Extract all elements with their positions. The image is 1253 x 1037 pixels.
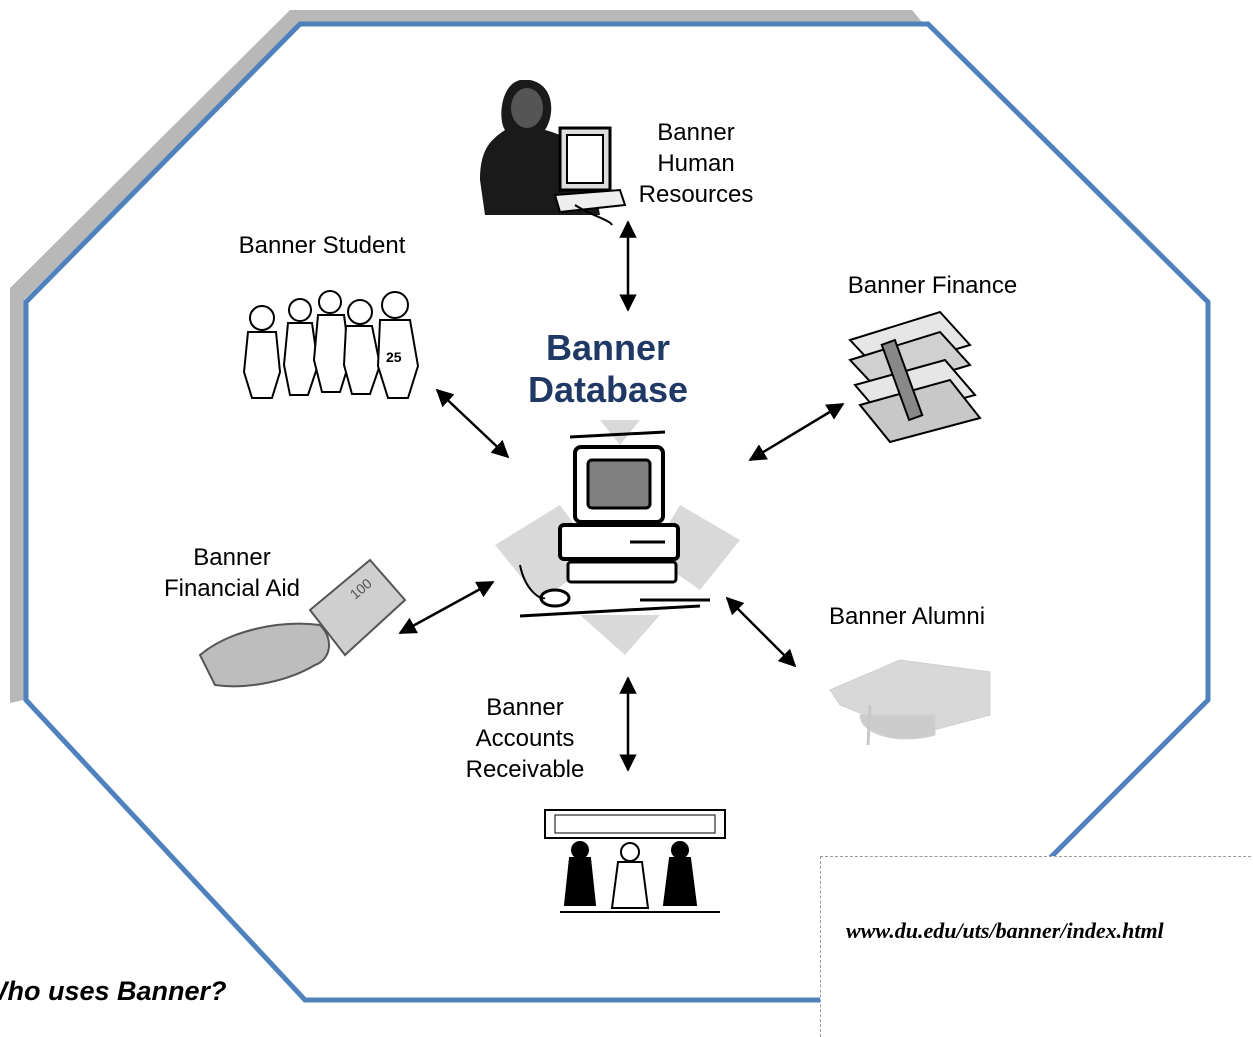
label-alumni: Banner Alumni	[812, 601, 1002, 632]
url-text-box	[820, 856, 1253, 1037]
label-hr-line-2: Human	[657, 150, 735, 177]
label-ar-line-1: Banner	[486, 694, 564, 721]
label-financial-aid-line-1: Banner	[193, 544, 271, 571]
arrow-student	[435, 388, 510, 459]
arrow-financial-aid	[398, 580, 495, 635]
label-hr-line-3: Resources	[638, 181, 754, 208]
label-student: Banner Student	[222, 230, 422, 261]
svg-text:25: 25	[386, 349, 402, 365]
label-accounts-receivable: Banner Accounts Receivable	[455, 692, 595, 785]
center-title-line-2: Database	[527, 369, 689, 410]
label-ar-line-2: Accounts	[475, 725, 575, 752]
label-financial-aid-line-2: Financial Aid	[163, 575, 301, 602]
label-finance: Banner Finance	[830, 270, 1035, 301]
center-title-line-1: Banner	[545, 327, 671, 368]
graduation-cap-icon	[829, 659, 991, 746]
money-stack-icon	[848, 310, 982, 444]
office-worker-computer-icon	[480, 80, 627, 226]
label-alumni-line-1: Banner Alumni	[828, 603, 986, 630]
label-student-line-1: Banner Student	[238, 232, 406, 259]
arrow-alumni	[725, 596, 797, 668]
source-url[interactable]: www.du.edu/uts/banner/index.html	[846, 918, 1164, 943]
caption: Who uses Banner?	[0, 976, 227, 1006]
label-ar-line-3: Receivable	[465, 756, 585, 783]
money-hand-icon: 100	[198, 558, 407, 688]
label-finance-line-1: Banner Finance	[847, 272, 1018, 299]
arrow-finance	[748, 402, 845, 462]
desktop-computer-icon	[495, 420, 740, 655]
people-carrying-money-icon	[544, 809, 726, 913]
label-human-resources: Banner Human Resources	[626, 117, 766, 210]
label-financial-aid: Banner Financial Aid	[150, 542, 314, 604]
center-title: Banner Database	[508, 327, 708, 411]
students-group-icon: 25	[242, 290, 420, 399]
connector-arrows	[398, 220, 845, 772]
label-hr-line-1: Banner	[657, 119, 735, 146]
